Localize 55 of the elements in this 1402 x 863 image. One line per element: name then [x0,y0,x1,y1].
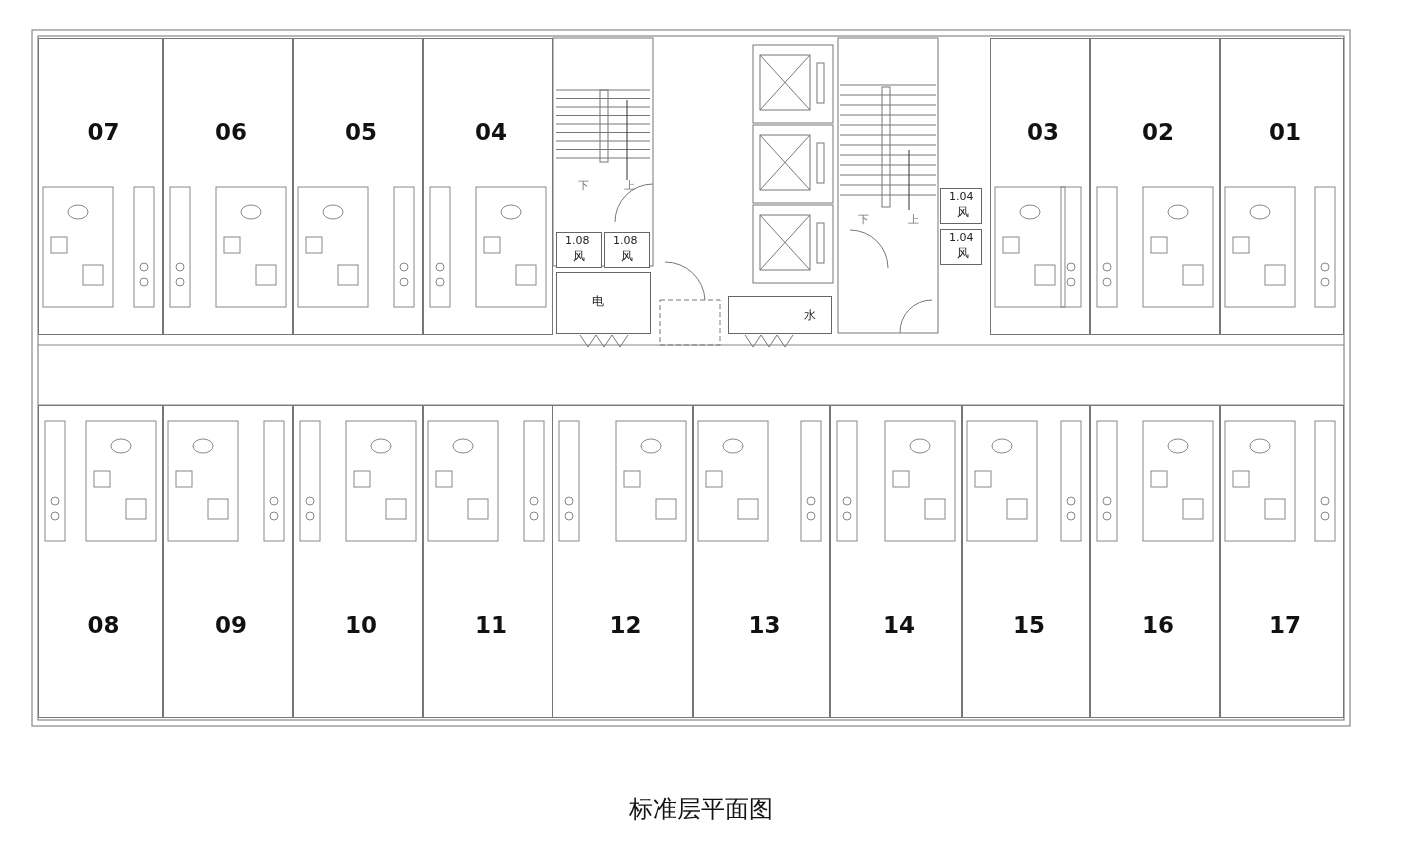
room-number: 07 [87,121,120,144]
room-number: 11 [475,614,507,637]
apartment-room [1220,38,1344,335]
apartment-room [163,405,293,718]
room-number: 09 [215,614,247,637]
room-number: 08 [87,614,120,637]
apartment-room [293,38,423,335]
room-label: 水 [804,309,816,321]
stair-direction-label: 上 [908,214,919,225]
apartment-room [1090,405,1220,718]
ventilation-shaft [604,232,650,268]
room-number: 16 [1142,614,1174,637]
apartment-room [423,405,553,718]
stair-direction-label: 下 [858,214,869,225]
apartment-room [962,405,1090,718]
stair-direction-label: 下 [578,180,589,191]
room-number: 10 [345,614,377,637]
room-number: 15 [1013,614,1045,637]
apartment-room [830,405,962,718]
apartment-room [990,38,1090,335]
room-number: 13 [748,614,781,637]
apartment-room [293,405,423,718]
shaft-type-label: 风 [621,250,633,262]
room-number: 02 [1142,121,1174,144]
shaft-size-label: 1.08 [565,235,590,246]
apartment-room [38,38,163,335]
room-number: 01 [1269,121,1301,144]
ventilation-shaft [556,232,602,268]
shaft-type-label: 风 [957,206,969,218]
room-number: 03 [1027,121,1059,144]
apartment-room [1090,38,1220,335]
shaft-type-label: 风 [573,250,585,262]
room-label: 电 [592,295,604,307]
apartment-room [552,405,693,718]
shaft-size-label: 1.04 [949,191,974,202]
shaft-size-label: 1.08 [613,235,638,246]
apartment-room [163,38,293,335]
apartment-room [693,405,830,718]
plan-caption: 标准层平面图 [629,794,773,825]
shaft-type-label: 风 [957,247,969,259]
room-number: 05 [345,121,377,144]
room-number: 06 [215,121,247,144]
ventilation-shaft [940,229,982,265]
room-number: 12 [609,614,642,637]
room-number: 17 [1269,614,1301,637]
room-number: 04 [475,121,507,144]
room-number: 14 [883,614,915,637]
ventilation-shaft [940,188,982,224]
utility-room [728,296,832,334]
stair-direction-label: 上 [624,180,635,191]
apartment-room [1220,405,1344,718]
utility-room [556,272,651,334]
apartment-room [423,38,553,335]
apartment-room [38,405,163,718]
shaft-size-label: 1.04 [949,232,974,243]
